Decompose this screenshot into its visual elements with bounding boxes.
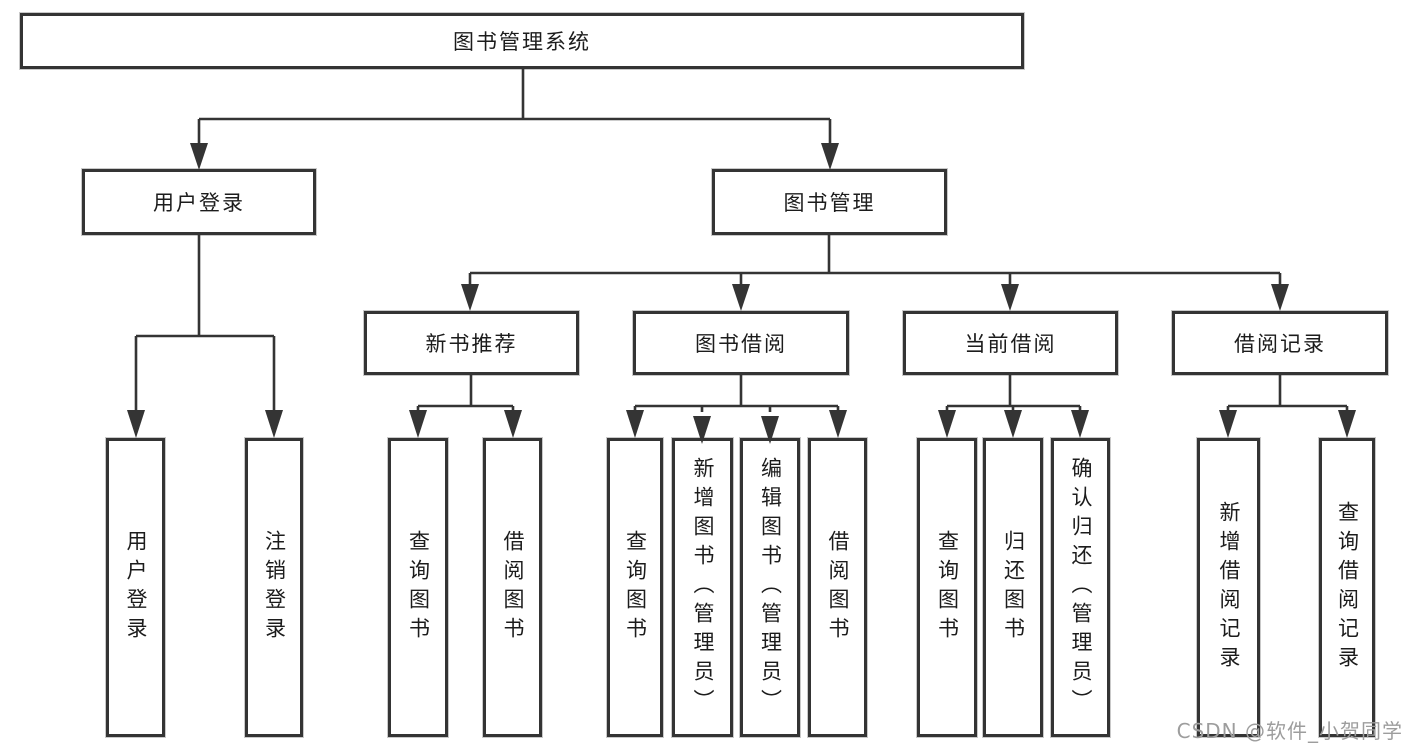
arrowhead [504, 410, 522, 438]
node-current-borrow: 当前借阅 [903, 311, 1118, 375]
connector-current [945, 375, 1082, 412]
arrowhead [265, 410, 283, 438]
arrowhead [409, 410, 427, 438]
connector-newbook [416, 375, 515, 412]
arrowhead [1071, 410, 1089, 438]
connector-root [197, 69, 832, 145]
node-new-book-recommend: 新书推荐 [364, 311, 579, 375]
leaf-add-book-admin-label: 新增图书（管理员） [691, 457, 715, 718]
arrowhead [1338, 410, 1356, 438]
leaf-return-books: 归还图书 [983, 438, 1043, 737]
arrowhead [1271, 284, 1289, 311]
arrowhead [732, 284, 750, 311]
leaf-add-book-admin: 新增图书（管理员） [672, 438, 733, 737]
node-current-borrow-label: 当前借阅 [964, 332, 1057, 356]
leaf-current-query-books: 查询图书 [917, 438, 977, 737]
arrowhead [626, 410, 644, 438]
leaf-add-borrow-record-label: 新增借阅记录 [1217, 500, 1241, 675]
leaf-borrow-query-books-label: 查询图书 [623, 529, 648, 646]
leaf-borrow-borrow-books-label: 借阅图书 [826, 529, 850, 646]
leaf-query-borrow-record: 查询借阅记录 [1319, 438, 1375, 737]
connector-records [1226, 375, 1349, 412]
arrowhead [1219, 410, 1237, 438]
leaf-edit-book-admin: 编辑图书（管理员） [740, 438, 800, 737]
leaf-confirm-return-admin-label: 确认归还（管理员） [1069, 457, 1093, 718]
arrowhead [461, 284, 479, 311]
node-book-management: 图书管理 [712, 169, 947, 235]
leaf-borrow-query-books: 查询图书 [607, 438, 663, 737]
node-book-management-label: 图书管理 [783, 191, 876, 215]
arrowhead [1001, 284, 1019, 311]
leaf-add-borrow-record: 新增借阅记录 [1197, 438, 1260, 737]
connector-borrow [633, 375, 840, 412]
watermark: CSDN @软件_小贺同学 [1176, 719, 1403, 743]
leaf-user-login-label: 用户登录 [124, 529, 148, 646]
leaf-newbook-borrow-books: 借阅图书 [483, 438, 542, 737]
node-root: 图书管理系统 [20, 13, 1024, 69]
node-new-book-recommend-label: 新书推荐 [425, 332, 518, 356]
leaf-borrow-borrow-books: 借阅图书 [808, 438, 867, 737]
leaf-logout: 注销登录 [245, 438, 303, 737]
leaf-newbook-borrow-books-label: 借阅图书 [501, 529, 525, 646]
arrowhead [938, 410, 956, 438]
node-user-login-label: 用户登录 [153, 191, 245, 215]
node-root-label: 图书管理系统 [453, 30, 591, 54]
leaf-newbook-query-books-label: 查询图书 [406, 529, 431, 646]
leaf-user-login: 用户登录 [106, 438, 165, 737]
node-borrow-records: 借阅记录 [1172, 311, 1388, 375]
leaf-confirm-return-admin: 确认归还（管理员） [1051, 438, 1110, 737]
node-book-borrow: 图书借阅 [633, 311, 849, 375]
leaf-newbook-query-books: 查询图书 [388, 438, 448, 737]
connector-user-login [134, 235, 276, 412]
arrowhead [1004, 410, 1022, 438]
arrowhead [829, 410, 847, 438]
arrowhead [821, 143, 839, 170]
arrowhead [127, 410, 145, 438]
connector-book-management [468, 235, 1282, 286]
node-borrow-records-label: 借阅记录 [1234, 332, 1326, 356]
leaf-query-borrow-record-label: 查询借阅记录 [1335, 500, 1360, 675]
node-book-borrow-label: 图书借阅 [695, 332, 787, 356]
leaf-logout-label: 注销登录 [262, 529, 287, 646]
leaf-current-query-books-label: 查询图书 [935, 529, 960, 646]
leaf-edit-book-admin-label: 编辑图书（管理员） [758, 457, 783, 718]
leaf-return-books-label: 归还图书 [1001, 529, 1026, 646]
arrowhead [190, 143, 208, 170]
node-user-login: 用户登录 [82, 169, 316, 235]
